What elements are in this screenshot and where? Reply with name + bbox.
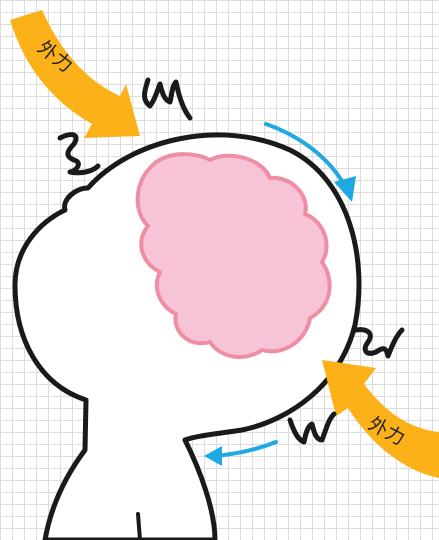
- impact-squiggle-icon-right: [356, 330, 402, 356]
- impact-squiggle-icon-left: [60, 135, 98, 173]
- curved-arrow-icon-bottom: [216, 442, 276, 456]
- jaw-line: [138, 514, 140, 540]
- impact-squiggle-icon-top: [145, 80, 191, 118]
- force-arrow-top: [10, 10, 140, 138]
- curved-arrow-head-bottom: [204, 446, 222, 466]
- impact-squiggle-icon-bottom: [290, 414, 334, 442]
